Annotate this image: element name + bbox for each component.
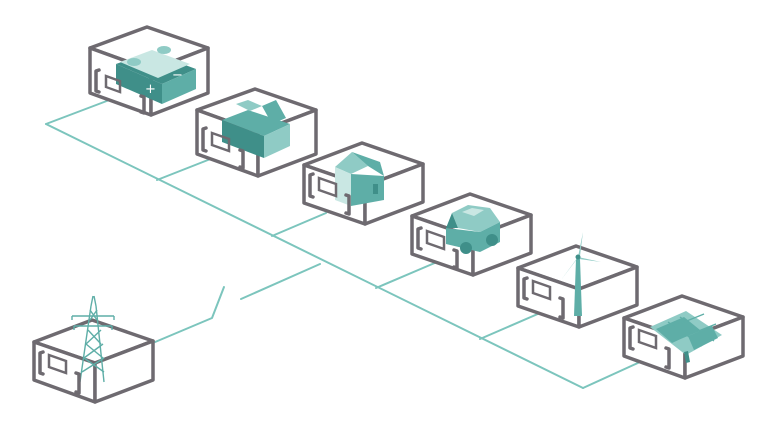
house-icon	[335, 152, 384, 206]
solar-panel-icon	[650, 311, 722, 363]
transmission-tower-icon	[71, 295, 115, 383]
wind-turbine-icon	[561, 232, 601, 316]
factory-module	[195, 87, 318, 178]
car-branch	[375, 261, 438, 289]
house-module	[302, 141, 425, 226]
bus-wires	[45, 98, 641, 389]
house-branch	[271, 212, 327, 237]
factory-icon	[222, 100, 290, 158]
factory-branch	[156, 157, 214, 181]
wind-branch	[479, 312, 541, 340]
solar-module	[622, 294, 745, 380]
main-bus-end	[582, 361, 641, 389]
grid-feeder-upper	[240, 263, 321, 300]
battery-plus-symbol: +	[145, 82, 156, 97]
battery-minus-symbol: −	[172, 68, 183, 83]
main-bus-diagonal	[45, 123, 584, 389]
battery-icon: + −	[116, 46, 196, 104]
grid-feeder-lower	[147, 286, 225, 346]
main-bus-line	[45, 98, 113, 125]
battery-module: + −	[88, 25, 210, 117]
car-module	[410, 192, 533, 277]
wind-module	[516, 232, 639, 329]
grid-module	[32, 295, 155, 404]
electric-car-icon	[446, 205, 500, 254]
